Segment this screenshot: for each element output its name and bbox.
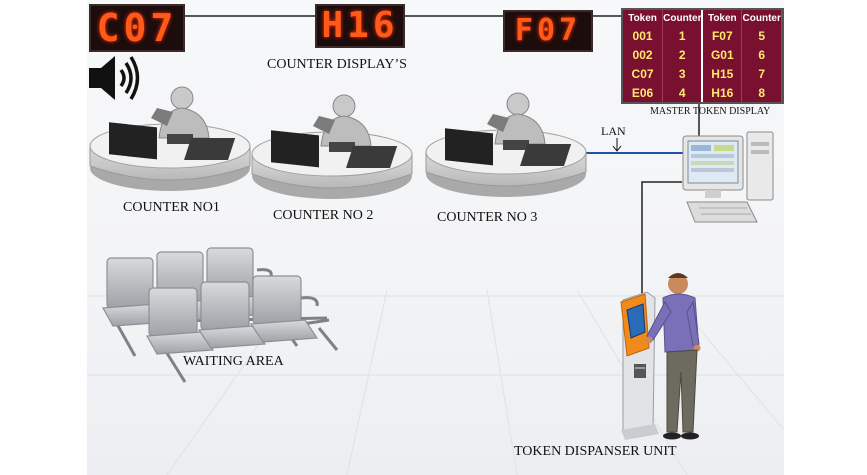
counter-workstation-2 bbox=[251, 94, 413, 199]
waiting-chairs bbox=[102, 247, 339, 383]
computer-icon bbox=[682, 131, 774, 223]
counter-display-3: F07 bbox=[503, 10, 593, 52]
waiting-area-label: WAITING AREA bbox=[183, 354, 284, 369]
table-row: E06 4 H16 8 bbox=[623, 83, 782, 102]
counter-cell: 4 bbox=[662, 83, 704, 102]
table-row: 001 1 F07 5 bbox=[623, 26, 782, 45]
token-cell: C07 bbox=[623, 64, 664, 83]
table-row: 002 2 G01 6 bbox=[623, 45, 782, 64]
header-counter: Counter bbox=[741, 10, 782, 26]
counter-cell: 8 bbox=[741, 83, 782, 102]
person-icon bbox=[645, 273, 701, 440]
counter-cell: 5 bbox=[741, 26, 782, 45]
token-cell: F07 bbox=[702, 26, 743, 45]
token-cell: H16 bbox=[702, 83, 743, 102]
kiosk-icon bbox=[620, 291, 659, 440]
counter-display-2: H16 bbox=[315, 4, 405, 48]
kiosk-cable bbox=[641, 181, 682, 300]
counter-display-1: C07 bbox=[89, 4, 185, 52]
token-cell: E06 bbox=[623, 83, 664, 102]
master-display-label: MASTER TOKEN DISPLAY bbox=[650, 106, 771, 117]
master-token-display: Token Counter Token Counter 001 1 F07 5 … bbox=[621, 8, 784, 104]
speaker-icon bbox=[89, 56, 140, 100]
lan-arrow-icon bbox=[612, 138, 622, 152]
counter-workstation-1 bbox=[89, 86, 251, 191]
counter-cell: 6 bbox=[741, 45, 782, 64]
token-cell: 002 bbox=[623, 45, 664, 64]
token-cell: G01 bbox=[702, 45, 743, 64]
counter-3-label: COUNTER NO 3 bbox=[437, 210, 538, 225]
left-margin bbox=[0, 0, 87, 475]
header-token: Token bbox=[702, 10, 743, 26]
table-row: C07 3 H15 7 bbox=[623, 64, 782, 83]
counter-workstation-3 bbox=[425, 92, 587, 197]
counter-display-label: COUNTER DISPLAY’S bbox=[267, 57, 407, 72]
counter-cell: 7 bbox=[741, 64, 782, 83]
token-cell: 001 bbox=[623, 26, 664, 45]
header-counter: Counter bbox=[662, 10, 704, 26]
counter-2-label: COUNTER NO 2 bbox=[273, 208, 374, 223]
counter-cell: 1 bbox=[662, 26, 704, 45]
right-margin bbox=[784, 0, 867, 475]
counter-cell: 2 bbox=[662, 45, 704, 64]
token-cell: H15 bbox=[702, 64, 743, 83]
counter-cell: 3 bbox=[662, 64, 704, 83]
counter-1-label: COUNTER NO1 bbox=[123, 200, 220, 215]
scene-graphics bbox=[87, 15, 784, 475]
token-dispenser-label: TOKEN DISPANSER UNIT bbox=[514, 444, 677, 459]
master-token-table: Token Counter Token Counter 001 1 F07 5 … bbox=[623, 10, 782, 102]
header-token: Token bbox=[623, 10, 664, 26]
lan-label: LAN bbox=[601, 124, 626, 138]
